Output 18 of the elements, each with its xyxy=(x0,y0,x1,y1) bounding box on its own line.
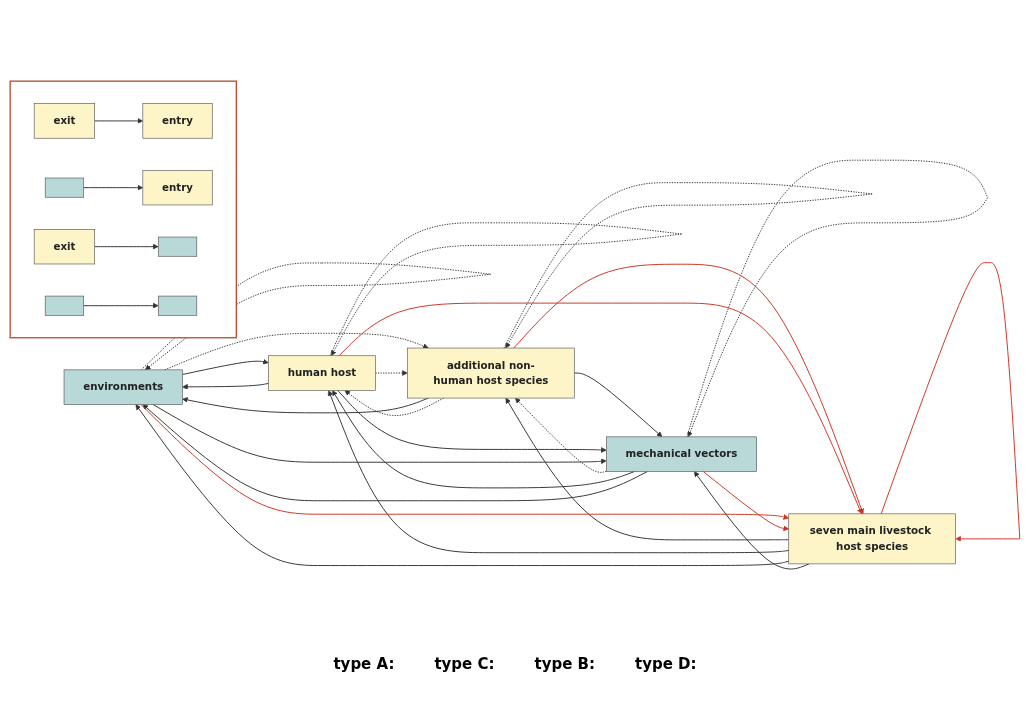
legend-type-label: type D: xyxy=(635,655,697,673)
cluster xyxy=(9,80,237,339)
node-box: entry xyxy=(142,169,213,206)
legend-type-label: type C: xyxy=(434,655,495,673)
legend-type-label: type B: xyxy=(534,655,595,673)
node-box xyxy=(157,236,198,257)
node-box xyxy=(157,295,198,316)
legend-type-label: type A: xyxy=(333,655,395,673)
node-box: exit xyxy=(33,228,96,265)
node-box: entry xyxy=(142,103,213,139)
node-box: human host xyxy=(268,355,376,391)
node-box: environments xyxy=(63,369,183,405)
node-box xyxy=(44,295,84,316)
node-box xyxy=(44,177,84,198)
node-box: seven main livestock host species xyxy=(788,513,956,565)
node-box: additional non-human host species xyxy=(407,347,575,399)
node-box: mechanical vectors xyxy=(606,436,757,472)
node-box: exit xyxy=(33,103,96,139)
